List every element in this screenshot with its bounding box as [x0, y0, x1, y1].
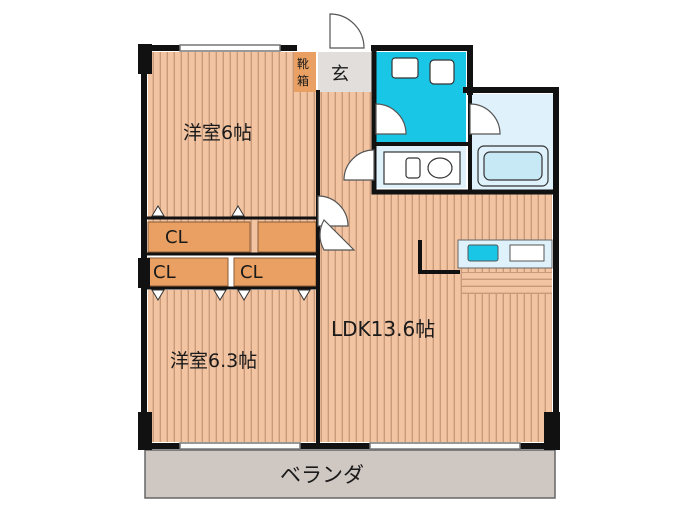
shoe-box-label-2: 箱 [297, 74, 310, 88]
closet-top-right [257, 221, 317, 253]
closet-top-left [147, 221, 251, 253]
closet-label-bottom-right: CL [240, 262, 263, 283]
closet-bottom-left [147, 257, 229, 287]
kitchen-floor-area [462, 272, 552, 294]
entrance-floor [318, 52, 374, 92]
kitchen-stove-icon [509, 244, 545, 262]
western-room-1-floor [148, 52, 316, 218]
closet-label-top: CL [165, 227, 188, 248]
pillar-mid-left [138, 258, 150, 288]
entrance-label: 玄 [331, 64, 349, 85]
toilet-fixture-icon [391, 57, 455, 85]
pillar-bottom-right [544, 412, 560, 450]
ldk-label: LDK13.6帖 [331, 317, 436, 341]
closet-label-bottom-left: CL [153, 262, 176, 283]
western-room-1-label: 洋室6帖 [183, 122, 253, 144]
shoe-box-label-1: 靴 [297, 57, 310, 71]
ldk-floor [320, 192, 552, 442]
pillar-top-left [138, 44, 152, 74]
kitchen-sink-icon [467, 244, 499, 262]
veranda-label: ベランダ [280, 463, 364, 487]
closet-door-marks [151, 205, 311, 301]
windows [179, 44, 521, 450]
veranda-floor [144, 449, 556, 499]
bathtub-icon [477, 145, 549, 187]
wash-basin-icon [383, 151, 461, 185]
western-room-2-floor [148, 290, 316, 442]
door-swings [317, 13, 501, 251]
western-room-2-label: 洋室6.3帖 [170, 350, 258, 372]
pillar-bottom-left [138, 412, 152, 450]
shoe-box [294, 52, 316, 92]
